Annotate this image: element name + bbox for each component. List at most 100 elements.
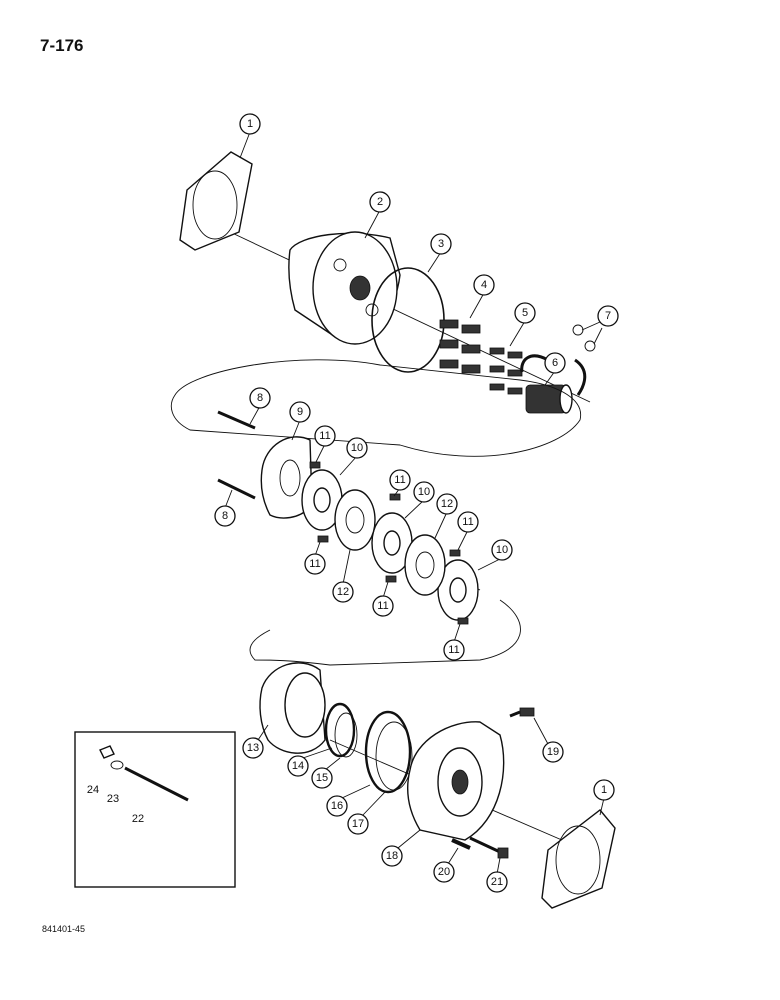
backup-ring-15 xyxy=(334,712,358,758)
callout-11c: 11 xyxy=(457,511,479,551)
figure-code: 841401-45 xyxy=(42,924,86,934)
backup-ring-17 xyxy=(375,721,413,791)
label-23: 23 xyxy=(107,793,119,805)
pin-lower xyxy=(217,478,256,500)
svg-text:17: 17 xyxy=(352,818,364,830)
callout-7: 7 xyxy=(581,305,619,345)
page-number: 7-176 xyxy=(40,36,84,55)
svg-text:2: 2 xyxy=(377,196,383,208)
svg-text:5: 5 xyxy=(522,307,528,319)
svg-text:18: 18 xyxy=(386,850,398,862)
callout-10c: 10 xyxy=(477,539,513,571)
label-24: 24 xyxy=(87,784,99,796)
svg-text:10: 10 xyxy=(351,442,363,454)
bleed-fitting xyxy=(509,707,535,718)
callout-3: 3 xyxy=(427,233,452,273)
cover-bolt xyxy=(469,836,509,859)
callout-21: 21 xyxy=(486,857,508,893)
callout-4: 4 xyxy=(469,274,495,319)
svg-text:13: 13 xyxy=(247,742,259,754)
arrow-left xyxy=(520,354,549,373)
callout-17: 17 xyxy=(347,791,386,835)
callout-1a: 1 xyxy=(239,113,261,159)
callout-11e: 11 xyxy=(372,581,394,617)
dowel-pin xyxy=(451,838,471,850)
svg-text:10: 10 xyxy=(496,544,508,556)
svg-text:16: 16 xyxy=(331,800,343,812)
callout-9: 9 xyxy=(289,401,311,441)
end-plate xyxy=(260,436,313,519)
callout-11b: 11 xyxy=(389,469,411,497)
friction-disc-3 xyxy=(437,559,479,621)
svg-text:12: 12 xyxy=(441,498,453,510)
friction-disc-1 xyxy=(301,469,343,531)
callout-8b: 8 xyxy=(214,489,236,527)
inset-hardware xyxy=(99,745,189,802)
seal-16 xyxy=(364,710,412,794)
svg-text:1: 1 xyxy=(601,784,607,796)
spring-set-outer xyxy=(439,319,481,374)
separator-plate-1 xyxy=(334,489,376,551)
svg-text:9: 9 xyxy=(297,406,303,418)
piston xyxy=(259,662,326,754)
friction-disc-2 xyxy=(371,512,413,574)
svg-text:7: 7 xyxy=(605,310,611,322)
svg-text:20: 20 xyxy=(438,866,450,878)
gasket-lower xyxy=(541,809,616,909)
callout-6: 6 xyxy=(544,352,566,386)
svg-text:19: 19 xyxy=(547,746,559,758)
arrow-right xyxy=(574,358,587,396)
svg-text:8: 8 xyxy=(222,510,228,522)
callout-11f: 11 xyxy=(443,623,465,661)
callout-15: 15 xyxy=(311,757,341,789)
svg-text:11: 11 xyxy=(462,516,473,528)
svg-text:1: 1 xyxy=(247,118,253,130)
inset-box xyxy=(74,731,236,888)
svg-text:11: 11 xyxy=(377,600,388,612)
callout-10b: 10 xyxy=(404,481,435,519)
svg-text:11: 11 xyxy=(448,644,459,656)
centerline-upper xyxy=(229,231,591,403)
svg-text:3: 3 xyxy=(438,238,444,250)
pin-upper xyxy=(217,410,256,430)
seal-14 xyxy=(324,702,356,758)
inset-labels: 24 23 22 xyxy=(87,784,144,825)
splined-hub xyxy=(525,384,573,414)
callout-19: 19 xyxy=(533,717,564,763)
svg-text:4: 4 xyxy=(481,279,487,291)
callout-11a: 11 xyxy=(314,425,336,463)
svg-text:11: 11 xyxy=(394,474,405,486)
svg-text:10: 10 xyxy=(418,486,430,498)
separator-plate-2 xyxy=(404,534,446,596)
svg-text:21: 21 xyxy=(491,876,503,888)
svg-text:11: 11 xyxy=(319,430,330,442)
label-22: 22 xyxy=(132,813,144,825)
callout-1b: 1 xyxy=(593,779,615,816)
svg-text:11: 11 xyxy=(309,558,320,570)
svg-text:15: 15 xyxy=(316,772,328,784)
brake-housing xyxy=(288,231,401,345)
svg-text:12: 12 xyxy=(337,586,349,598)
spring-set-inner xyxy=(489,347,523,395)
callout-12a: 12 xyxy=(434,493,458,539)
small-springs xyxy=(309,461,469,625)
gasket-upper xyxy=(179,151,253,251)
callout-18: 18 xyxy=(381,829,421,867)
callout-2: 2 xyxy=(364,191,391,239)
callout-12b: 12 xyxy=(332,549,354,603)
svg-text:14: 14 xyxy=(292,760,304,772)
callout-11d: 11 xyxy=(304,541,326,575)
callout-20: 20 xyxy=(433,847,459,883)
svg-text:8: 8 xyxy=(257,392,263,404)
callout-5: 5 xyxy=(509,302,536,347)
group-outline-upper xyxy=(170,359,582,457)
callout-16: 16 xyxy=(326,784,371,817)
callout-13: 13 xyxy=(242,724,269,759)
svg-text:6: 6 xyxy=(552,357,558,369)
group-outline-lower xyxy=(249,599,521,666)
brake-cover xyxy=(407,721,505,841)
callout-14: 14 xyxy=(287,747,333,777)
callout-10a: 10 xyxy=(339,437,368,476)
callout-8a: 8 xyxy=(249,387,271,425)
